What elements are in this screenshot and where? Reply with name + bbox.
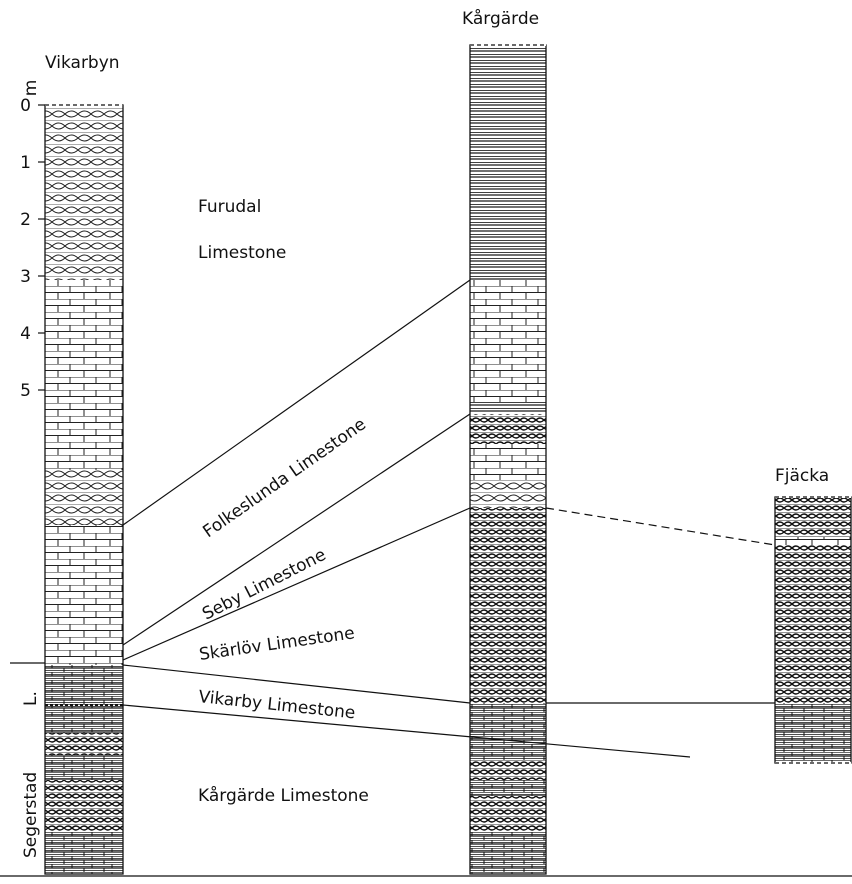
- fjacka-title: Fjäcka: [775, 466, 829, 486]
- depth-scale: m 0 1 2 3 4 5: [20, 80, 45, 401]
- scale-tick-label: 1: [20, 153, 31, 173]
- furudal-label-line1: Furudal: [198, 197, 261, 217]
- skarlov-base-line: [122, 507, 471, 661]
- kargarde-seby-limestone-bed: [470, 444, 546, 480]
- vikarbyn-skarlov-bed: [45, 645, 123, 665]
- l-abbrev-label: L.: [21, 691, 41, 706]
- segerstad-label: Segerstad: [21, 772, 41, 858]
- vikarby-base-line: [122, 704, 691, 758]
- vikarby-label: Vikarby Limestone: [197, 687, 356, 723]
- kargarde-lens-band: [470, 480, 546, 508]
- vikarbyn-kargarde-upper-bed: [45, 705, 123, 733]
- correlation-lines: [0, 279, 852, 877]
- vikarbyn-kargarde-middle-bed: [45, 755, 123, 780]
- vikarbyn-dark-nodular-bed-1: [45, 733, 123, 755]
- furudal-label-line2: Limestone: [198, 243, 286, 263]
- fjacka-thin-limestone: [775, 537, 851, 545]
- kargarde-dark-band: [470, 760, 546, 780]
- kargarde-furudal-bed: [470, 45, 546, 280]
- scale-tick-label: 5: [20, 381, 31, 401]
- skarlov-label: Skärlöv Limestone: [198, 623, 356, 665]
- folkeslunda-base-line: [122, 279, 471, 526]
- seby-label: Seby Limestone: [199, 545, 329, 625]
- kargarde-folkeslunda-bed: [470, 280, 546, 402]
- vikarbyn-dark-nodular-bed-2: [45, 780, 123, 832]
- fjacka-vikarby-bed: [775, 703, 851, 763]
- kargarde-limestone-band: [470, 780, 546, 796]
- kargarde-seby-nodular-bed: [470, 414, 546, 444]
- scale-tick-label: 4: [20, 324, 31, 344]
- vikarbyn-seby-limestone-bed: [45, 525, 123, 645]
- scale-tick-label: 3: [20, 267, 31, 287]
- kargarde-limestone-label: Kårgärde Limestone: [198, 785, 369, 806]
- vikarbyn-furudal-nodular-bed: [45, 105, 123, 280]
- vikarbyn-column: [44, 104, 124, 875]
- kargarde-marl-band: [470, 402, 546, 414]
- fjacka-skarlov-nodular-bed: [775, 545, 851, 703]
- kargarde-title: Kårgärde: [462, 8, 539, 29]
- vikarbyn-folkeslunda-lens-bed: [45, 470, 123, 525]
- kargarde-column: [469, 44, 547, 875]
- fjacka-column: [774, 496, 852, 764]
- scale-unit-label: m: [21, 80, 41, 97]
- vikarbyn-kargarde-lower-bed: [45, 832, 123, 874]
- vikarby-top-line: [122, 664, 471, 704]
- scale-tick-label: 2: [20, 210, 31, 230]
- vikarbyn-furudal-limestone-bed: [45, 280, 123, 470]
- kargarde-vikarby-bed: [470, 703, 546, 760]
- scale-tick-label: 0: [20, 96, 31, 116]
- vikarbyn-title: Vikarbyn: [45, 53, 120, 73]
- seby-base-line: [122, 413, 471, 646]
- folkeslunda-label: Folkeslunda Limestone: [199, 414, 369, 542]
- vikarbyn-vikarby-bed: [45, 665, 123, 705]
- kargarde-skarlov-nodular-bed: [470, 508, 546, 703]
- fjacka-upper-nodular-bed: [775, 497, 851, 537]
- skarlov-fjacka-dashed-line: [545, 507, 776, 546]
- kargarde-lower-nodular-bed: [470, 796, 546, 832]
- kargarde-lower-limestone-bed: [470, 832, 546, 874]
